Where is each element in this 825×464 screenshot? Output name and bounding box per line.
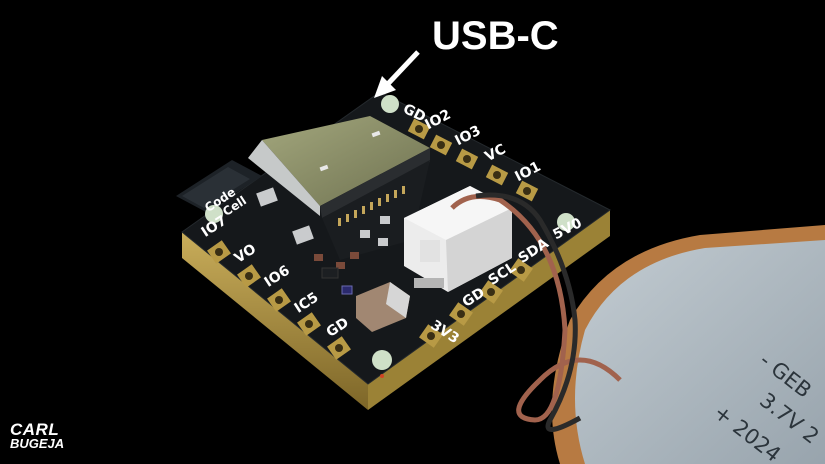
black-wire [475, 192, 582, 432]
watermark-line1: CARL [10, 420, 60, 439]
usb-pins [338, 186, 405, 226]
lipo-battery [552, 225, 825, 464]
watermark-line2: BUGEJA [10, 436, 65, 451]
smd-components [256, 187, 410, 332]
mounting-holes [205, 95, 575, 370]
creator-watermark: CARL BUGEJA [10, 420, 65, 451]
red-wire [450, 193, 622, 423]
usb-c-port [248, 116, 430, 218]
callout-arrow-icon [374, 50, 420, 98]
usb-c-callout-title: USB-C [432, 14, 559, 58]
jst-battery-connector [404, 186, 512, 292]
